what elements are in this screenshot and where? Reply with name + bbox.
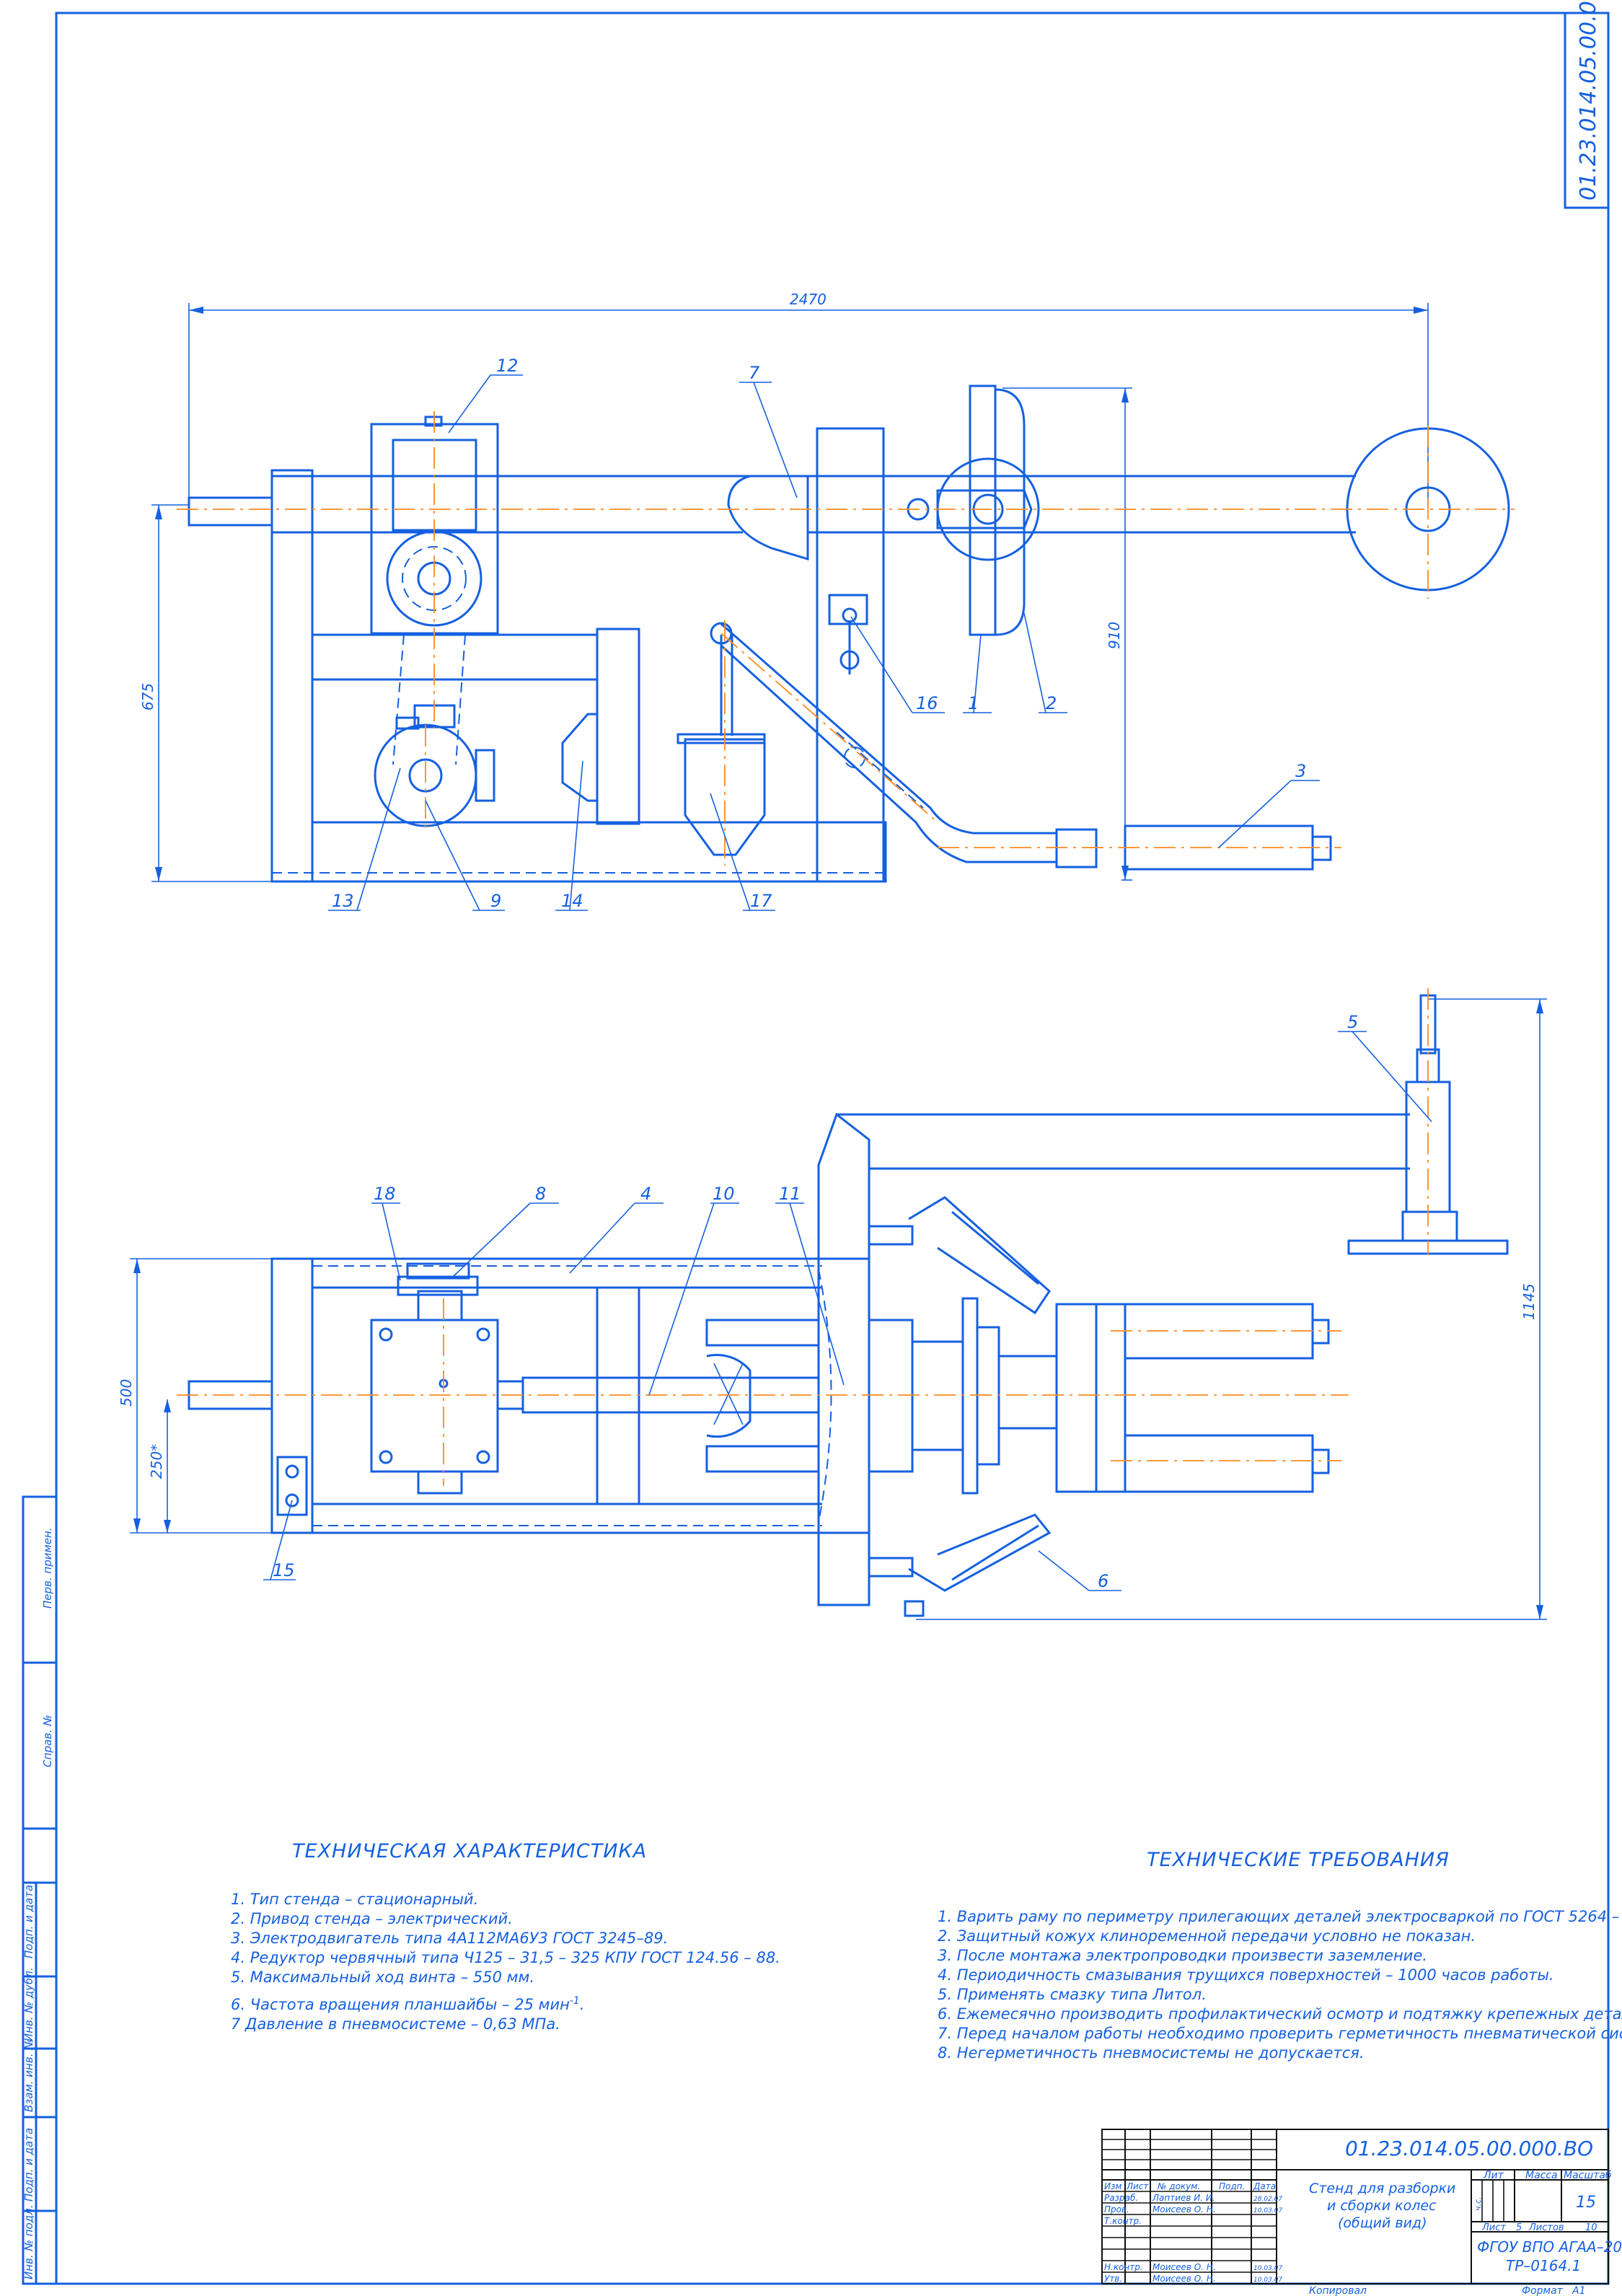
callout-2: 2 xyxy=(1046,693,1057,713)
tech-spec-dot: . xyxy=(579,1996,585,2013)
tech-spec-item: 1. Тип стенда – стационарный. xyxy=(231,1891,479,1908)
plan-view: 500 250* 1145 xyxy=(118,988,1547,1620)
tb-org-l2: ТР–0164.1 xyxy=(1506,2257,1581,2274)
tech-specs: ТЕХНИЧЕСКАЯ ХАРАКТЕРИСТИКА 1. Тип стенда… xyxy=(231,1842,780,2034)
title-block: 01.23.014.05.00.000.ВО Стенд для разборк… xyxy=(1101,2129,1622,2296)
tb-sheets-value: 10 xyxy=(1585,2222,1597,2233)
callout-6: 6 xyxy=(1098,1571,1108,1591)
dim-height-front: 675 xyxy=(139,683,157,711)
tech-req-item: 2. Защитный кожух клиноременной передачи… xyxy=(938,1927,1476,1945)
tb-org-l1: ФГОУ ВПО АГАА–2007 xyxy=(1477,2238,1622,2256)
dim-height-arm: 910 xyxy=(1106,622,1123,649)
tb-r2-role: Пров. xyxy=(1104,2204,1129,2214)
tb-copied: Копировал xyxy=(1309,2285,1367,2296)
rotated-drawing-code: 01.23.014.05.00.000.ВО xyxy=(1576,0,1601,201)
tb-r5-date: 10.03.07 xyxy=(1253,2277,1282,2284)
tech-spec-item: 2. Привод стенда – электрический. xyxy=(231,1910,513,1927)
tb-h-izm: Изм xyxy=(1104,2181,1121,2191)
tech-req-item: 4. Периодичность смазывания трущихся пов… xyxy=(938,1966,1554,1984)
callout-15: 15 xyxy=(273,1560,295,1580)
tech-req-item: 1. Варить раму по периметру прилегающих … xyxy=(938,1908,1622,1925)
side-stamp-podp-data2: Подп. и дата xyxy=(22,2128,35,2202)
sheet-frame: 01.23.014.05.00.000.ВО xyxy=(55,0,1610,2285)
tb-r2-date: 10.03.07 xyxy=(1253,2207,1282,2214)
callout-17: 17 xyxy=(750,891,772,911)
tech-reqs-title: ТЕХНИЧЕСКИЕ ТРЕБОВАНИЯ xyxy=(1147,1849,1450,1871)
title-block-name-l1: Стенд для разборки xyxy=(1309,2181,1455,2196)
tb-scale-value: 15 xyxy=(1576,2194,1596,2212)
tb-r2-name: Моисеев О. Н. xyxy=(1152,2204,1216,2214)
callout-12: 12 xyxy=(496,356,519,376)
callout-10: 10 xyxy=(713,1184,735,1204)
tb-r5-name: Моисеев О. Н. xyxy=(1152,2274,1216,2284)
tech-spec-item: 6. Частота вращения планшайбы – 25 мин xyxy=(231,1996,570,2013)
tech-spec-item: 7 Давление в пневмосистеме – 0,63 МПа. xyxy=(231,2015,560,2033)
tb-r1-date: 28.02.07 xyxy=(1253,2196,1282,2203)
tb-h-data: Дата xyxy=(1253,2181,1276,2191)
tb-format-value: А1 xyxy=(1572,2285,1585,2296)
tech-spec-item: 4. Редуктор червячный типа Ч125 – 31,5 –… xyxy=(231,1949,780,1966)
side-stamp-podp-data1: Подп. и дата xyxy=(22,1885,35,1958)
side-stamp-sprav: Справ. № xyxy=(41,1715,54,1767)
tech-req-item: 6. Ежемесячно производить профилактическ… xyxy=(938,2005,1622,2023)
tb-scale-label: Масштаб xyxy=(1564,2170,1612,2181)
tb-r4-name: Моисеев О. Н. xyxy=(1152,2262,1216,2272)
tb-sheets-label: Листов xyxy=(1528,2222,1564,2233)
tb-lit-value: ч.с. xyxy=(1473,2196,1483,2211)
callout-7: 7 xyxy=(749,363,760,383)
dim-offset-plan: 250* xyxy=(148,1444,165,1479)
callout-13: 13 xyxy=(332,891,354,911)
tech-spec-item: 5. Максимальный ход винта – 550 мм. xyxy=(231,1969,535,1986)
side-stamp-vzam-inv: Взам. инв. № xyxy=(22,2038,35,2112)
dim-overall-length: 2470 xyxy=(790,291,827,308)
callout-18: 18 xyxy=(374,1184,396,1204)
tech-req-item: 5. Применять смазку типа Литол. xyxy=(938,1986,1207,2003)
tech-spec-sup: -1 xyxy=(569,1995,580,2007)
tb-r3-role: Т.контр. xyxy=(1104,2216,1142,2226)
title-block-code: 01.23.014.05.00.000.ВО xyxy=(1345,2137,1593,2160)
tb-lit-label: Лит xyxy=(1483,2170,1504,2181)
title-block-name-l2: и сборки колес xyxy=(1327,2198,1437,2214)
tb-sheet-label: Лист xyxy=(1481,2222,1506,2233)
tb-r4-role: Н.контр. xyxy=(1104,2262,1143,2272)
tech-requirements: ТЕХНИЧЕСКИЕ ТРЕБОВАНИЯ 1. Варить раму по… xyxy=(938,1850,1622,2063)
tb-r5-role: Утв. xyxy=(1104,2274,1122,2284)
tb-format-label: Формат xyxy=(1522,2285,1564,2296)
side-stamp: Перв. примен. Справ. № Подп. и дата Инв.… xyxy=(22,1495,58,2285)
tb-mass-label: Масса xyxy=(1525,2170,1558,2181)
tb-h-doc: № докум. xyxy=(1157,2181,1200,2191)
front-view: 2470 675 910 xyxy=(139,291,1515,883)
callout-9: 9 xyxy=(490,891,501,911)
tb-h-podp: Подп. xyxy=(1219,2181,1245,2191)
title-block-name-l3: (общий вид) xyxy=(1338,2215,1427,2231)
tb-r1-name: Лаптиев И. И. xyxy=(1152,2193,1215,2203)
callout-14: 14 xyxy=(561,891,583,911)
callout-11: 11 xyxy=(779,1184,801,1204)
tech-spec-item: 3. Электродвигатель типа 4А112МА6У3 ГОСТ… xyxy=(231,1930,669,1947)
tb-r4-date: 10.03.07 xyxy=(1253,2265,1282,2272)
tech-req-item: 7. Перед началом работы необходимо прове… xyxy=(938,2025,1622,2042)
side-stamp-inv-podl: Инв. № подл. xyxy=(22,2205,35,2279)
side-stamp-inv-dubl: Инв. № дубл. xyxy=(22,1967,35,2041)
callouts: 12 7 16 1 2 3 13 9 14 17 5 18 8 4 10 11 xyxy=(263,356,1432,1591)
side-stamp-perv-primen: Перв. примен. xyxy=(41,1527,54,1609)
tech-specs-title: ТЕХНИЧЕСКАЯ ХАРАКТЕРИСТИКА xyxy=(292,1840,648,1862)
tech-req-item: 3. После монтажа электропроводки произве… xyxy=(938,1947,1427,1964)
callout-3: 3 xyxy=(1295,761,1306,781)
dim-width-plan: 500 xyxy=(118,1379,135,1407)
tech-spec-item-with-sup: 6. Частота вращения планшайбы – 25 мин-1… xyxy=(231,1992,780,2015)
tb-r1-role: Разраб. xyxy=(1104,2193,1138,2203)
callout-8: 8 xyxy=(535,1184,546,1204)
callout-4: 4 xyxy=(640,1184,651,1204)
callout-16: 16 xyxy=(916,693,938,713)
tech-req-item: 8. Негерметичность пневмосистемы не допу… xyxy=(938,2044,1365,2062)
callout-1: 1 xyxy=(968,693,979,713)
callout-5: 5 xyxy=(1347,1012,1358,1032)
tb-sheet-value: 5 xyxy=(1516,2222,1522,2233)
tb-h-list: Лист xyxy=(1126,2181,1149,2191)
dim-height-plan: 1145 xyxy=(1520,1283,1538,1320)
